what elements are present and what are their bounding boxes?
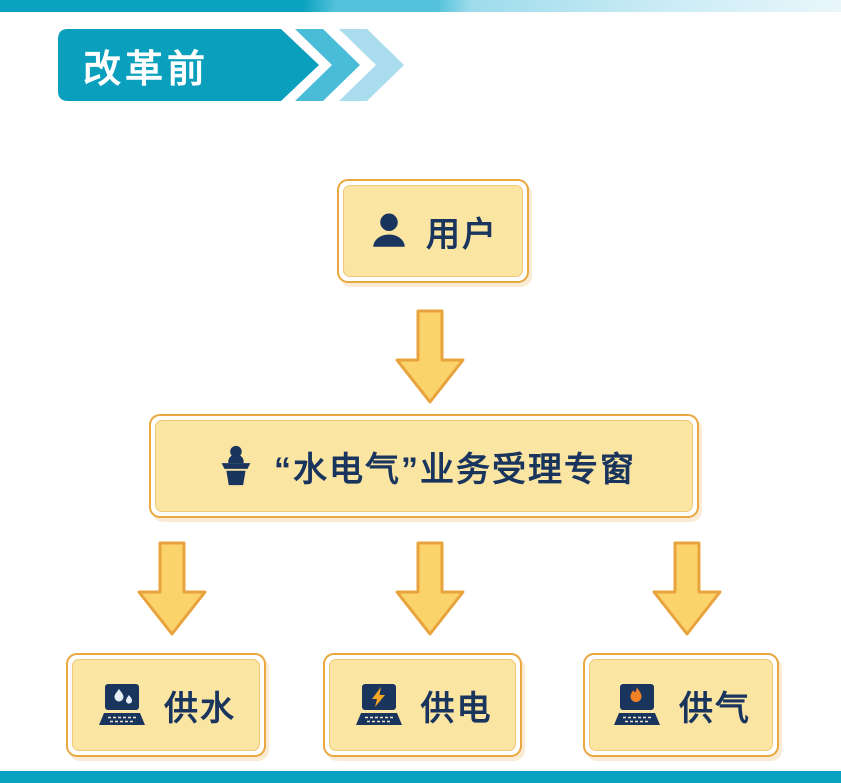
person-icon: [368, 210, 410, 252]
top-decorative-strip: [0, 0, 841, 12]
banner: 改革前: [55, 26, 445, 104]
node-gas-label: 供气: [679, 689, 751, 728]
node-gas-supply: 供气: [583, 653, 779, 757]
node-service-window-label: “水电气”业务受理专窗: [274, 450, 636, 489]
computer-water-icon: [96, 683, 148, 727]
computer-power-icon: [353, 683, 405, 727]
node-service-window: “水电气”业务受理专窗: [149, 414, 699, 518]
banner-title: 改革前: [83, 48, 210, 91]
node-power-supply: 供电: [323, 653, 522, 757]
arrow-down-icon: [137, 541, 207, 636]
banner-arrow-shape: [58, 29, 404, 101]
computer-gas-icon: [611, 683, 663, 727]
arrow-down-icon: [395, 309, 465, 404]
bottom-decorative-strip: [0, 771, 841, 783]
node-water-label: 供水: [164, 689, 236, 728]
node-power-label: 供电: [420, 689, 493, 728]
arrow-down-icon: [395, 541, 465, 636]
node-user: 用户: [337, 179, 529, 283]
arrow-down-icon: [652, 541, 722, 636]
node-water-supply: 供水: [66, 653, 266, 757]
clerk-podium-icon: [212, 443, 258, 489]
node-user-label: 用户: [426, 215, 498, 254]
